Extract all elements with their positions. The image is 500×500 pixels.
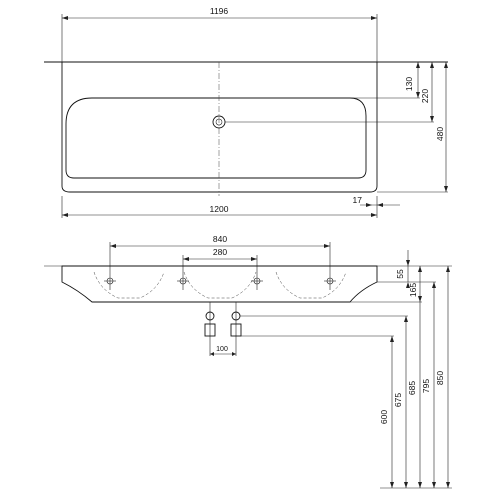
arrow — [444, 186, 448, 192]
label-795: 795 — [421, 379, 431, 393]
arrow — [183, 257, 189, 261]
label-1196: 1196 — [210, 6, 229, 16]
tap-marker-1 — [104, 272, 116, 290]
arrow — [418, 296, 422, 302]
top-view: 1196 130 220 480 — [44, 6, 448, 218]
tap-marker-3 — [251, 272, 263, 290]
arrow — [432, 282, 436, 288]
label-130: 130 — [404, 77, 414, 91]
arrow — [446, 482, 450, 488]
arrow — [446, 266, 450, 272]
label-220: 220 — [420, 89, 430, 103]
arrow — [404, 316, 408, 322]
basin-outer-outline — [61, 62, 378, 193]
label-600: 600 — [379, 410, 389, 424]
label-480: 480 — [435, 127, 445, 141]
arrow — [404, 482, 408, 488]
arrow — [210, 352, 214, 356]
label-675: 675 — [393, 393, 403, 407]
bowl-right — [275, 271, 347, 299]
arrow — [390, 336, 394, 342]
label-685: 685 — [407, 381, 417, 395]
arrow — [418, 482, 422, 488]
arrow — [371, 213, 377, 217]
tap-marker-2 — [177, 272, 189, 290]
arrow-right — [371, 16, 377, 20]
arrow — [430, 116, 434, 122]
arrow — [418, 266, 422, 272]
arrow — [366, 203, 372, 207]
arrow — [432, 482, 436, 488]
label-55: 55 — [395, 269, 405, 279]
label-165: 165 — [408, 283, 418, 297]
arrow — [62, 213, 68, 217]
front-view: 840 280 — [44, 234, 452, 489]
arrow — [390, 482, 394, 488]
label-850: 850 — [435, 371, 445, 385]
arrow — [324, 244, 330, 248]
label-1200: 1200 — [210, 204, 229, 214]
arrow — [406, 260, 410, 266]
label-17: 17 — [353, 195, 363, 205]
bowl-center — [183, 271, 257, 299]
label-280: 280 — [213, 247, 227, 257]
arrow — [416, 62, 420, 68]
arrow — [110, 244, 116, 248]
arrow — [251, 257, 257, 261]
label-100: 100 — [216, 346, 228, 353]
arrow — [444, 62, 448, 68]
bowl-left — [93, 271, 165, 299]
arrow — [430, 62, 434, 68]
label-840: 840 — [213, 234, 227, 244]
tap-marker-4 — [324, 272, 336, 290]
arrow — [232, 352, 236, 356]
arrow — [406, 282, 410, 288]
basin-bowl-outline — [65, 97, 367, 179]
arrow-left — [62, 16, 68, 20]
arrow — [377, 203, 383, 207]
arrow — [416, 92, 420, 98]
